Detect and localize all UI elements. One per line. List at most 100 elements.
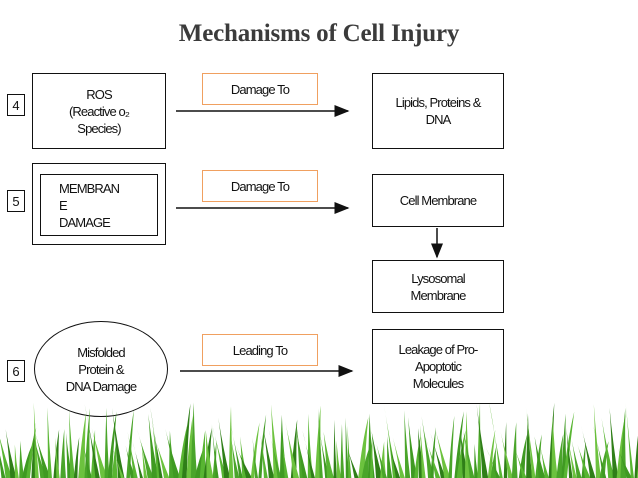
grass-blade <box>112 407 125 478</box>
grass-blade <box>73 437 80 478</box>
grass-blade <box>369 433 374 478</box>
step-number-4: 4 <box>7 94 25 116</box>
grass-blade <box>178 425 188 478</box>
grass-blade <box>625 402 634 478</box>
grass-blade <box>464 411 471 478</box>
grass-blade <box>250 422 260 478</box>
grass-blade <box>218 417 231 478</box>
grass-blade <box>60 429 66 478</box>
grass-blade <box>336 440 342 478</box>
grass-blade <box>421 416 434 478</box>
grass-blade <box>165 428 181 478</box>
lysosomal-membrane-box: Lysosomal Membrane <box>372 260 504 313</box>
step-number-5: 5 <box>7 190 25 212</box>
grass-blade <box>448 415 455 478</box>
grass-blade <box>83 446 93 478</box>
grass-blade <box>268 429 282 478</box>
grass-blade <box>571 440 582 478</box>
grass-blade <box>199 429 206 478</box>
relation-label-damage-to-2: Damage To <box>202 170 318 202</box>
grass-blade <box>141 444 148 478</box>
grass-blade <box>333 419 337 478</box>
grass-blade <box>511 422 518 478</box>
grass-blade <box>408 417 418 478</box>
grass-blade <box>318 408 323 478</box>
grass-blade <box>460 428 469 478</box>
grass-blade <box>14 444 19 478</box>
grass-blade <box>454 411 464 478</box>
grass-blade <box>285 421 300 478</box>
grass-blade <box>371 430 383 478</box>
grass-blade <box>487 429 496 478</box>
grass-blade <box>205 431 214 478</box>
grass-blade <box>456 430 466 478</box>
grass-blade <box>91 427 108 478</box>
grass-blade <box>231 439 240 478</box>
grass-blade <box>66 433 73 478</box>
grass-blade <box>148 414 159 478</box>
grass-blade <box>404 410 411 478</box>
grass-blade <box>0 438 13 478</box>
lipids-proteins-dna-box: Lipids, Proteins & DNA <box>372 73 504 149</box>
grass-blade <box>169 430 176 478</box>
grass-blade <box>258 414 267 478</box>
page-title: Mechanisms of Cell Injury <box>178 20 460 47</box>
grass-blade <box>84 408 91 478</box>
grass-blade <box>295 419 304 478</box>
grass-blade <box>323 431 334 478</box>
grass-blade <box>270 404 281 478</box>
relation-label-damage-to-1: Damage To <box>202 73 318 105</box>
grass-blade <box>485 447 501 478</box>
grass-blade <box>111 446 124 478</box>
grass-blade <box>340 423 345 478</box>
grass-blade <box>620 407 627 478</box>
grass-blade <box>47 407 52 478</box>
membrane-damage-box: MEMBRAN E DAMAGE <box>40 174 158 236</box>
grass-blade <box>33 402 39 478</box>
grass-blade <box>32 432 47 478</box>
misfolded-protein-ellipse: Misfolded Protein & DNA Damage <box>34 321 168 417</box>
grass-blade <box>477 402 482 478</box>
step-number-6: 6 <box>7 360 25 382</box>
ros-box: ROS (Reactive o₂ Species) <box>32 73 166 149</box>
grass-blade <box>307 413 313 478</box>
grass-blade <box>181 403 191 478</box>
grass-blade <box>368 413 375 478</box>
grass-blade <box>132 441 143 478</box>
grass-blade <box>126 409 134 478</box>
relation-label-leading-to: Leading To <box>202 334 318 366</box>
leakage-box: Leakage of Pro- Apoptotic Molecules <box>372 329 504 404</box>
grass-blade <box>488 402 503 478</box>
grass-blade <box>5 429 17 478</box>
grass-blade <box>616 413 626 478</box>
grass-blade <box>22 445 32 478</box>
grass-blade <box>566 427 573 478</box>
grass-blade <box>230 421 243 478</box>
grass-blade <box>125 445 136 478</box>
grass-blade <box>418 428 426 478</box>
grass-blade <box>280 431 289 478</box>
grass-blade <box>19 440 25 478</box>
cell-membrane-box: Cell Membrane <box>372 174 504 227</box>
grass-blade <box>361 447 370 478</box>
grass-blade <box>387 436 393 478</box>
grass-blade <box>302 430 315 478</box>
grass-blade <box>551 415 558 478</box>
grass-blade <box>563 411 575 478</box>
grass-blade <box>593 404 601 478</box>
grass-blade <box>476 404 489 478</box>
grass-blade <box>347 425 352 478</box>
grass-blade <box>78 412 87 478</box>
grass-blade <box>69 409 75 478</box>
grass-blade <box>279 414 287 478</box>
grass-decoration <box>0 402 638 478</box>
grass-blade <box>534 436 546 478</box>
grass-blade <box>430 427 436 478</box>
grass-blade <box>111 440 118 478</box>
grass-blade <box>190 402 198 478</box>
grass-blade <box>0 455 6 478</box>
grass-blade <box>228 406 234 478</box>
grass-blade <box>593 425 607 478</box>
grass-blade <box>240 436 248 478</box>
